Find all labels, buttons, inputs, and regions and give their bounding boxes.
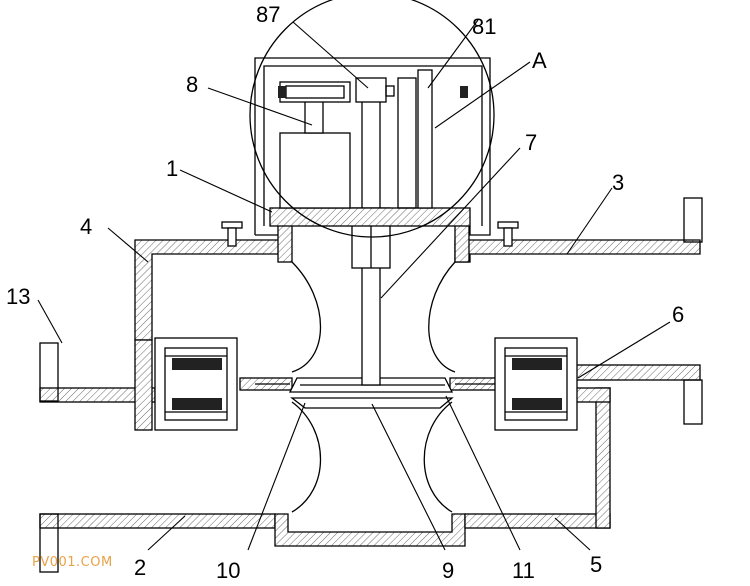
- top-housing: [221, 0, 519, 247]
- label-1: 1: [166, 156, 178, 181]
- label-a: A: [532, 48, 547, 73]
- label-8: 8: [186, 72, 198, 97]
- lower-pipe-body: [39, 342, 611, 573]
- right-coil: [494, 337, 578, 431]
- label-10: 10: [216, 558, 240, 583]
- label-13: 13: [6, 284, 30, 309]
- left-coil: [154, 337, 238, 431]
- label-4: 4: [80, 214, 92, 239]
- watermark-text: PV001.COM: [32, 555, 113, 570]
- label-6: 6: [672, 302, 684, 327]
- label-87: 87: [256, 2, 280, 27]
- label-7: 7: [525, 130, 537, 155]
- label-2: 2: [134, 555, 146, 580]
- leader-lines: [37, 19, 671, 551]
- label-9: 9: [442, 558, 454, 583]
- label-81: 81: [472, 14, 496, 39]
- upper-pipe-body: [134, 197, 703, 431]
- valve-stem: [351, 94, 391, 386]
- label-11: 11: [512, 558, 535, 583]
- label-3: 3: [612, 170, 624, 195]
- label-5: 5: [590, 552, 602, 577]
